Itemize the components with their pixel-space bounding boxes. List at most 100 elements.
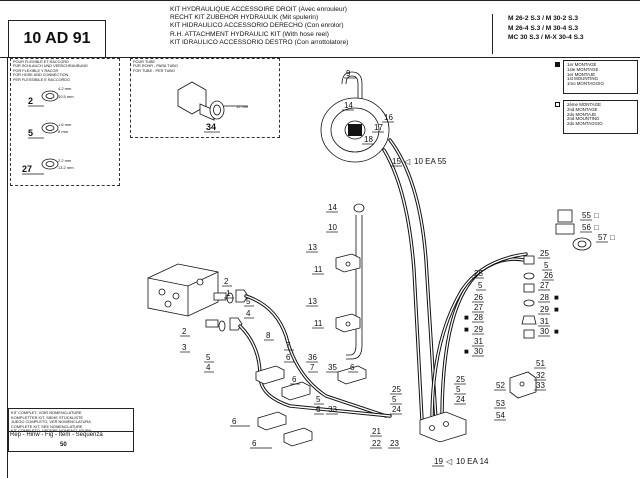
legend-line: 2do MONTAGGIO [567, 121, 603, 127]
callout-19: 19 [434, 457, 443, 466]
callout-31: 31 [540, 317, 549, 326]
tube-reference-box: POUR TUBE FÜR ROHR - PARA TUBO FOR TUBE … [130, 58, 280, 138]
callout-14: 14 [328, 203, 337, 212]
complete-kit-box: KIT COMPLET, VOIR NOMENCLATURE KOMPLETTE… [8, 408, 134, 452]
callout-23: 23 [390, 439, 399, 448]
legend-line: 1er MONTAJE [567, 71, 596, 77]
callout-53: 53 [496, 399, 505, 408]
filled-square-icon: ■ [464, 313, 469, 322]
fittings-right [521, 255, 537, 339]
filled-square-icon: ■ [464, 325, 469, 334]
sheet-number: 50 [60, 442, 67, 448]
caption-line: POUR TUBE [133, 60, 156, 64]
callout-21: 21 [372, 427, 381, 436]
title-it: KIT IDRAULICO ACCESSORIO DESTRO (Con arr… [170, 38, 349, 46]
dim-label: 13.2 mm [58, 165, 74, 170]
callout-32: 32 [536, 371, 545, 380]
callout-27: 27 [22, 164, 32, 174]
hose-reel [320, 71, 390, 163]
legend-line: 1er MONTAGE [567, 62, 597, 67]
callout-16: 16 [384, 113, 393, 122]
callout-3: 3 [182, 343, 187, 352]
callout-13: 13 [308, 297, 317, 306]
callout-35: 35 [328, 363, 337, 372]
kit-line: KIT COMPLET, VOIR NOMENCLATURE [11, 410, 82, 415]
callout-6: 6 [286, 353, 291, 362]
page-header [0, 0, 640, 58]
callout-5: 5 [246, 297, 251, 306]
callout-5: 5 [206, 353, 211, 362]
callouts: 9 14 16 17 18 15 ◁ 10 EA 55 14 10 13 11 … [180, 69, 615, 467]
callout-6: 6 [292, 375, 297, 384]
caption-line: FOR HOSE AND CONNECTION [13, 73, 69, 78]
callout-30: 30 [474, 347, 483, 356]
legend-line: 1mo MONTAGGIO [567, 81, 604, 87]
callout-6: 6 [316, 405, 321, 414]
callout-22: 22 [372, 439, 381, 448]
filled-square-icon: ■ [554, 327, 559, 336]
legend-line: 1st MOUNTING [567, 76, 598, 82]
kit-line: KIT COMPLETO, VEDERE NOMENCLATURA [11, 429, 131, 434]
callout-28: 28 [540, 293, 549, 302]
caption-line: PER FLESSIBILE E RACCORDO [13, 77, 70, 82]
caption-line: POR FLEXIBLE Y RACOR [13, 68, 59, 73]
callout-5: 5 [392, 395, 397, 404]
callout-10: 10 [328, 223, 337, 232]
callout-14: 14 [344, 101, 353, 110]
kit-line: COMPLETE KIT, SEE NOMENCLATURE [11, 423, 83, 429]
dim-label: 2.2 mm [58, 158, 72, 163]
dim-label: 1.6 mm [58, 122, 72, 127]
valve-block [147, 263, 219, 317]
kit-titles: KIT HYDRAULIQUE ACCESSOIRE DROIT (Avec e… [170, 6, 470, 47]
caption-line: POUR FLEXIBLE ET RACCORD [13, 60, 69, 64]
callout-24: 24 [392, 405, 401, 414]
legend-second-mounting: 2ème MONTAGE 2nd MONTAGE 2do MONTAJE 2nd… [555, 100, 638, 134]
tube-fitting: 12 mm 34 [177, 81, 249, 133]
header-top-rule [0, 0, 640, 1]
hose-ring-5: 1.6 mm 8 mm 5 [28, 122, 72, 139]
model-line: M 26-4 S.3 / M 30-4 S.3 [508, 24, 578, 32]
callout-2: 2 [224, 277, 229, 286]
callout-51: 51 [536, 359, 545, 368]
caption-line: FÜR SCHLAUCH UND VERSCHRAUBUNG [13, 64, 88, 69]
legend-line: 2ème MONTAGE [567, 102, 602, 107]
callout-6: 6 [232, 417, 237, 426]
title-de: RECHT KIT ZUBEHOR HYDRAULIK (Mit spuleri… [170, 14, 319, 22]
arrow-icon: ◁ [404, 157, 411, 166]
callout-33: 33 [328, 405, 337, 414]
callout-5: 5 [316, 395, 321, 404]
callout-4: 4 [206, 363, 211, 372]
bracket-33 [509, 371, 537, 399]
callout-5: 5 [544, 261, 549, 270]
callout-54: 54 [496, 411, 505, 420]
caption-line: FÜR ROHR - PARA TUBO [133, 64, 178, 69]
hose-ring-2: 4.2 mm 10.5 mm 2 [28, 86, 74, 107]
header-bottom-rule [0, 57, 640, 58]
callout-55: 55 [582, 211, 591, 220]
callout-57: 57 [598, 233, 607, 242]
callout-2: 2 [28, 96, 33, 106]
callout-15: 15 [392, 157, 401, 166]
callout-1: 1 [226, 289, 231, 298]
filled-square-icon: ■ [554, 293, 559, 302]
callout-29: 29 [474, 325, 483, 334]
clamp-11-top [335, 253, 361, 273]
title-es: KIT HIDRAULICO ACCESSORIO DERECHO (Con e… [170, 22, 344, 30]
kit-line: JUEGO COMPLETO, VER NOMENCLATURA [11, 419, 91, 425]
legend-line: 2nd MONTAGE [567, 106, 598, 112]
parts-55-57 [555, 209, 592, 251]
filled-square-icon: ■ [464, 347, 469, 356]
callout-56: 56 [582, 223, 591, 232]
callout-26: 26 [544, 271, 553, 280]
legend-first-mounting: 1er MONTAGE 1ste MONTAGE 1er MONTAJE 1st… [555, 60, 638, 94]
callout-6: 6 [252, 439, 257, 448]
legend-line: 2nd MOUNTING [567, 116, 600, 122]
callout-5: 5 [478, 281, 483, 290]
dim-label: 10.5 mm [58, 94, 74, 99]
title-fr: KIT HYDRAULIQUE ACCESSOIRE DROIT (Avec e… [170, 6, 347, 13]
filled-square-icon: ■ [554, 305, 559, 314]
reference-code: 10 AD 91 [8, 20, 106, 58]
title-en: R.H. ATTACHMENT HYDRAULIC KIT (With hose… [170, 30, 329, 38]
valve-19 [419, 411, 467, 443]
